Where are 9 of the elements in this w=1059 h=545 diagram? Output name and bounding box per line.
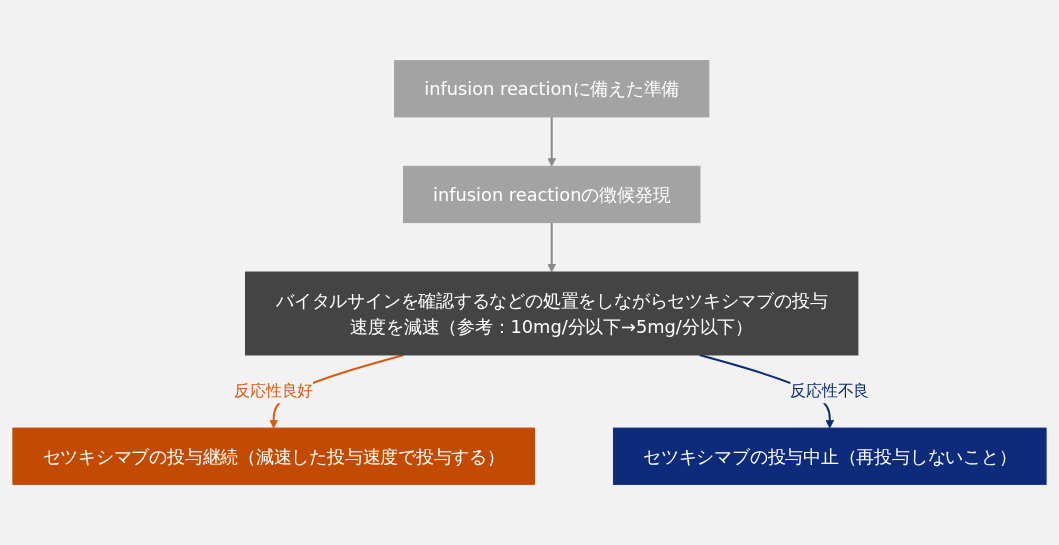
arrow <box>547 115 557 167</box>
edge-label: 反応性不良 <box>790 381 870 401</box>
node-box: セツキシマブの投与継続（減速した投与速度で投与する） <box>12 427 535 485</box>
node-box: infusion reactionの徴候発現 <box>403 165 701 224</box>
edge-label: 反応性良好 <box>234 381 314 401</box>
node-box: infusion reactionに備えた準備 <box>394 60 710 118</box>
node-box: バイタルサインを確認するなどの処置をしながらセツキシマブの投与速度を減速（参考：10mg/分以下→5mg/分以下） <box>245 271 859 356</box>
node-box: セツキシマブの投与中止（再投与しないこと） <box>612 427 1047 485</box>
arrow <box>547 221 557 273</box>
